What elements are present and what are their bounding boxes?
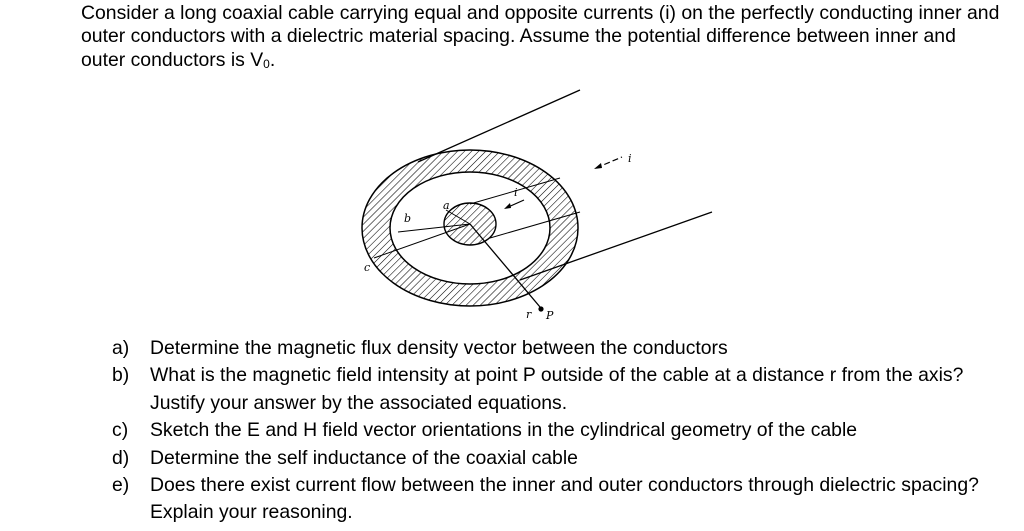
label-r: r <box>526 308 532 321</box>
inner-bottom-line <box>489 211 581 239</box>
label-i-inner: i <box>514 186 518 199</box>
label-c: c <box>364 261 370 274</box>
problem-statement-end: . <box>269 48 276 71</box>
label-b: b <box>404 212 411 225</box>
question-text: Determine the self inductance of the coa… <box>150 446 578 469</box>
coaxial-cable-figure: b a c i i r P <box>361 89 713 322</box>
outer-current-arrow <box>594 156 623 169</box>
radius-c-line <box>373 223 471 259</box>
outer-conductor <box>361 149 579 307</box>
problem-statement-text: Consider a long coaxial cable carrying e… <box>81 2 1000 71</box>
question-text: What is the magnetic field intensity at … <box>150 364 964 414</box>
question-d: d) Determine the self inductance of the … <box>112 445 1012 472</box>
question-label: e) <box>112 474 130 497</box>
question-b: b) What is the magnetic field intensity … <box>112 362 1012 417</box>
radius-b-line <box>397 223 471 233</box>
inner-top-line <box>469 177 561 205</box>
question-text: Does there exist current flow between th… <box>150 474 979 524</box>
label-i-outer: i <box>628 152 632 165</box>
question-c: c) Sketch the E and H field vector orien… <box>112 417 1012 444</box>
problem-statement: Consider a long coaxial cable carrying e… <box>81 2 1001 76</box>
question-label: d) <box>112 446 130 469</box>
question-a: a) Determine the magnetic flux density v… <box>112 335 1012 362</box>
question-label: c) <box>112 419 129 442</box>
distance-r-line <box>469 223 541 308</box>
question-text: Determine the magnetic flux density vect… <box>150 337 728 359</box>
question-label: b) <box>112 364 130 387</box>
question-e: e) Does there exist current flow between… <box>112 472 1012 527</box>
question-list: a) Determine the magnetic flux density v… <box>112 335 1012 527</box>
inner-current-arrow <box>504 199 525 209</box>
label-a: a <box>443 199 450 212</box>
point-p-dot <box>538 306 544 312</box>
question-label: a) <box>112 337 130 359</box>
potential-subscript: 0 <box>263 56 270 71</box>
radius-a-line <box>445 209 471 225</box>
label-p: P <box>545 309 554 322</box>
question-text: Sketch the E and H field vector orientat… <box>150 419 858 442</box>
cable-outer-top-line <box>417 89 581 163</box>
